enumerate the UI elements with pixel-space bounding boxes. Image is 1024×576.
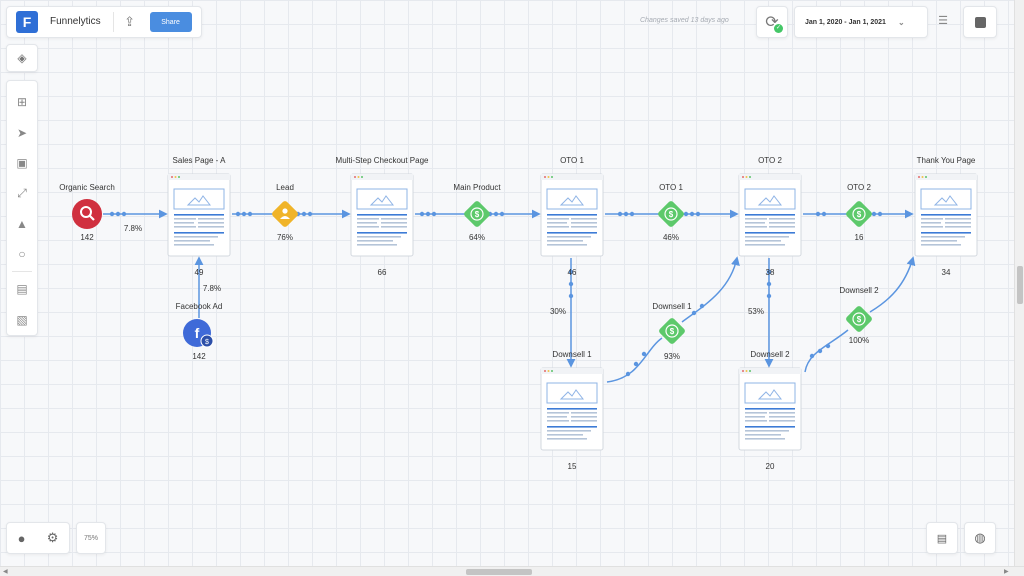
page-label: OTO 2 (758, 156, 782, 165)
action-label: Downsell 1 (652, 302, 692, 311)
horizontal-scrollbar[interactable]: ◀ ▶ (0, 566, 1024, 576)
funnel-canvas[interactable]: $ (0, 0, 1014, 566)
page-count: 46 (568, 268, 577, 277)
page-label: Sales Page - A (173, 156, 227, 165)
action-node-oto1[interactable]: OTO 1 46% (656, 183, 686, 242)
layers-icon: ◈ (17, 51, 27, 65)
action-node-downsell2[interactable]: Downsell 2 100% (839, 286, 879, 345)
tool-palette: ⊞ ➤ ▣ ⤢ ▲ ○ ▤ ▧ (6, 80, 38, 336)
action-label: OTO 1 (659, 183, 683, 192)
app-header: F Funnelytics ⇪ Share (6, 6, 202, 38)
vertical-scrollbar[interactable] (1014, 0, 1024, 566)
page-count: 34 (942, 268, 951, 277)
page-count: 49 (195, 268, 204, 277)
svg-text:$: $ (205, 339, 209, 346)
page-node-checkout[interactable]: Multi-Step Checkout Page 66 (336, 156, 429, 277)
date-range-select[interactable]: Jan 1, 2020 - Jan 1, 2021 ⌄ (794, 6, 928, 38)
page-label: Downsell 2 (750, 350, 790, 359)
circle-icon[interactable]: ○ (18, 247, 26, 262)
action-label: Main Product (453, 183, 501, 192)
page-count: 38 (766, 268, 775, 277)
page-node-oto2[interactable]: OTO 2 38 (738, 156, 802, 277)
bottom-left-controls: ● ⚙ (6, 522, 70, 554)
action-label: Downsell 2 (839, 286, 879, 295)
stats-icon (974, 16, 986, 28)
globe-icon[interactable]: ◍ (964, 522, 996, 554)
document-icon[interactable]: ▤ (926, 522, 958, 554)
source-count: 142 (80, 233, 94, 242)
source-facebook-ad[interactable]: f $ Facebook Ad 142 (176, 302, 223, 361)
svg-text:f: f (195, 325, 200, 341)
saved-status: Changes saved 13 days ago (640, 17, 729, 24)
page-label: Downsell 1 (552, 350, 592, 359)
page-label: OTO 1 (560, 156, 584, 165)
zoom-level[interactable]: 75% (76, 522, 106, 554)
action-label: Lead (276, 183, 294, 192)
sync-button[interactable]: ⟳ ✓ (756, 6, 788, 38)
scroll-left-icon[interactable]: ◀ (3, 569, 8, 575)
user-icon (282, 208, 288, 214)
page-node-thankyou[interactable]: Thank You Page 34 (914, 156, 978, 277)
page-count: 20 (766, 462, 775, 471)
date-range-value: Jan 1, 2020 - Jan 1, 2021 (805, 18, 886, 26)
page-label: Thank You Page (917, 156, 976, 165)
page-count: 15 (568, 462, 577, 471)
action-rate: 100% (849, 336, 869, 345)
source-label: Organic Search (59, 183, 115, 192)
text-icon[interactable]: ▣ (16, 155, 28, 170)
action-rate: 16 (855, 233, 864, 242)
page-node-oto1[interactable]: OTO 1 46 (540, 156, 604, 277)
template-icon[interactable]: ▧ (16, 312, 28, 327)
action-node-oto2[interactable]: OTO 2 16 (844, 183, 874, 242)
action-node-lead[interactable]: Lead 76% (271, 183, 299, 242)
image-icon[interactable]: ▲ (16, 216, 28, 231)
line-icon[interactable]: ⤢ (17, 185, 27, 200)
source-count: 142 (192, 352, 206, 361)
edge-rate: 30% (550, 307, 566, 316)
action-node-downsell1[interactable]: Downsell 1 93% (652, 302, 692, 361)
chevron-down-icon: ⌄ (897, 17, 905, 27)
pointer-icon[interactable]: ➤ (16, 125, 28, 140)
layers-button[interactable]: ◈ (6, 44, 38, 72)
source-label: Facebook Ad (176, 302, 223, 311)
edge-rate: 53% (748, 307, 764, 316)
gallery-icon[interactable]: ▤ (16, 282, 28, 297)
edge-rate: 7.8% (203, 284, 221, 293)
action-rate: 64% (469, 233, 485, 242)
action-rate: 76% (277, 233, 293, 242)
check-icon: ✓ (774, 24, 783, 33)
source-organic-search[interactable]: Organic Search 142 (59, 183, 115, 242)
scroll-right-icon[interactable]: ▶ (1004, 569, 1009, 575)
edge-downsell1-oto2[interactable] (606, 258, 737, 383)
page-node-sales[interactable]: Sales Page - A 49 (167, 156, 231, 277)
action-rate: 46% (663, 233, 679, 242)
add-icon[interactable]: ⊞ (16, 95, 28, 110)
divider (12, 271, 32, 273)
edge-rate: 7.8% (124, 224, 142, 233)
export-icon[interactable]: ⇪ (124, 14, 136, 29)
page-count: 66 (378, 268, 387, 277)
action-label: OTO 2 (847, 183, 871, 192)
action-rate: 93% (664, 352, 680, 361)
share-button[interactable]: Share (149, 12, 192, 32)
app-logo[interactable]: F (16, 11, 38, 33)
app-title: Funnelytics (50, 12, 114, 32)
user-icon[interactable]: ● (17, 530, 26, 546)
search-icon (72, 199, 102, 229)
action-node-main-product[interactable]: Main Product 64% (453, 183, 501, 242)
edge-dots (109, 211, 883, 377)
page-label: Multi-Step Checkout Page (336, 156, 429, 165)
scroll-thumb[interactable] (466, 569, 532, 575)
gear-icon[interactable]: ⚙ (46, 530, 59, 545)
scroll-thumb[interactable] (1017, 266, 1023, 304)
stats-button[interactable] (963, 6, 997, 38)
page-node-downsell2[interactable]: Downsell 2 20 (738, 350, 802, 471)
page-node-downsell1[interactable]: Downsell 1 15 (540, 350, 604, 471)
filter-icon[interactable]: ☰ (938, 15, 948, 27)
